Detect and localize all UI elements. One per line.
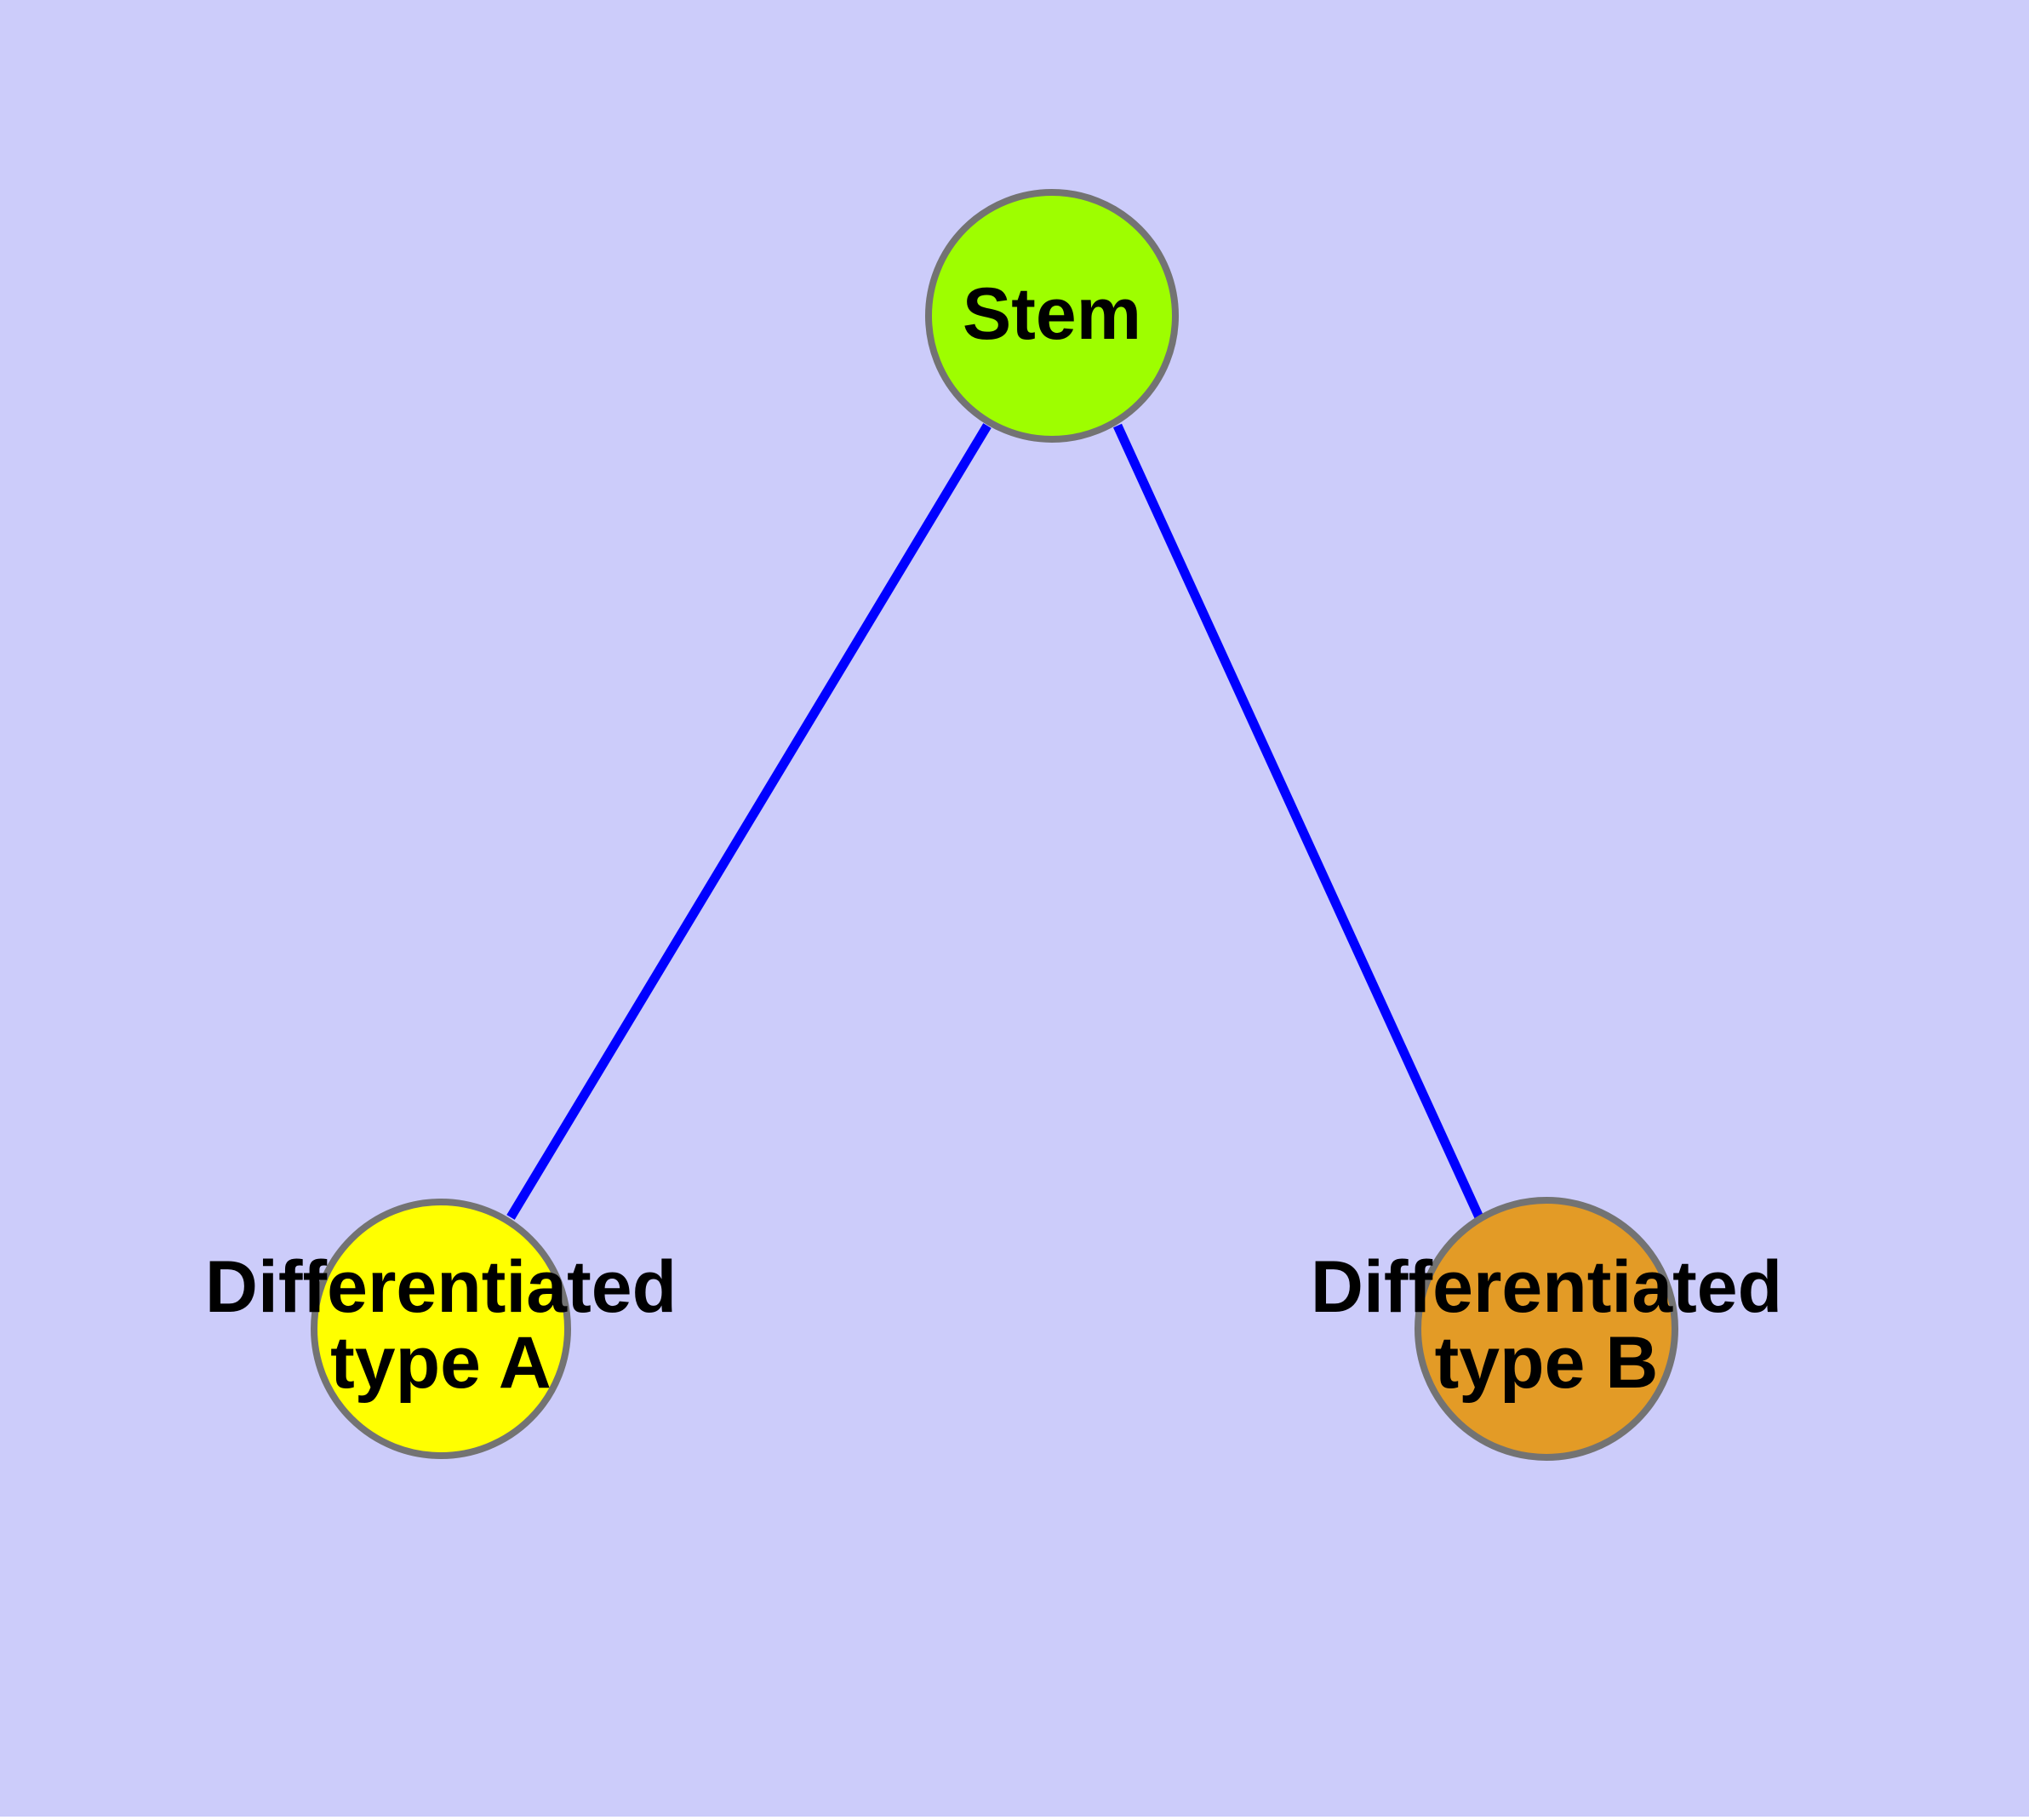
node-group xyxy=(311,189,1678,1461)
node-diff-b-circle[interactable] xyxy=(1415,1197,1678,1461)
edge-stem-to-diff-a[interactable] xyxy=(506,423,992,1220)
node-stem-circle[interactable] xyxy=(925,189,1179,443)
node-diff-a-circle[interactable] xyxy=(311,1199,571,1459)
edge-stem-to-diff-b[interactable] xyxy=(1112,423,1484,1220)
edge-group xyxy=(506,423,1484,1220)
